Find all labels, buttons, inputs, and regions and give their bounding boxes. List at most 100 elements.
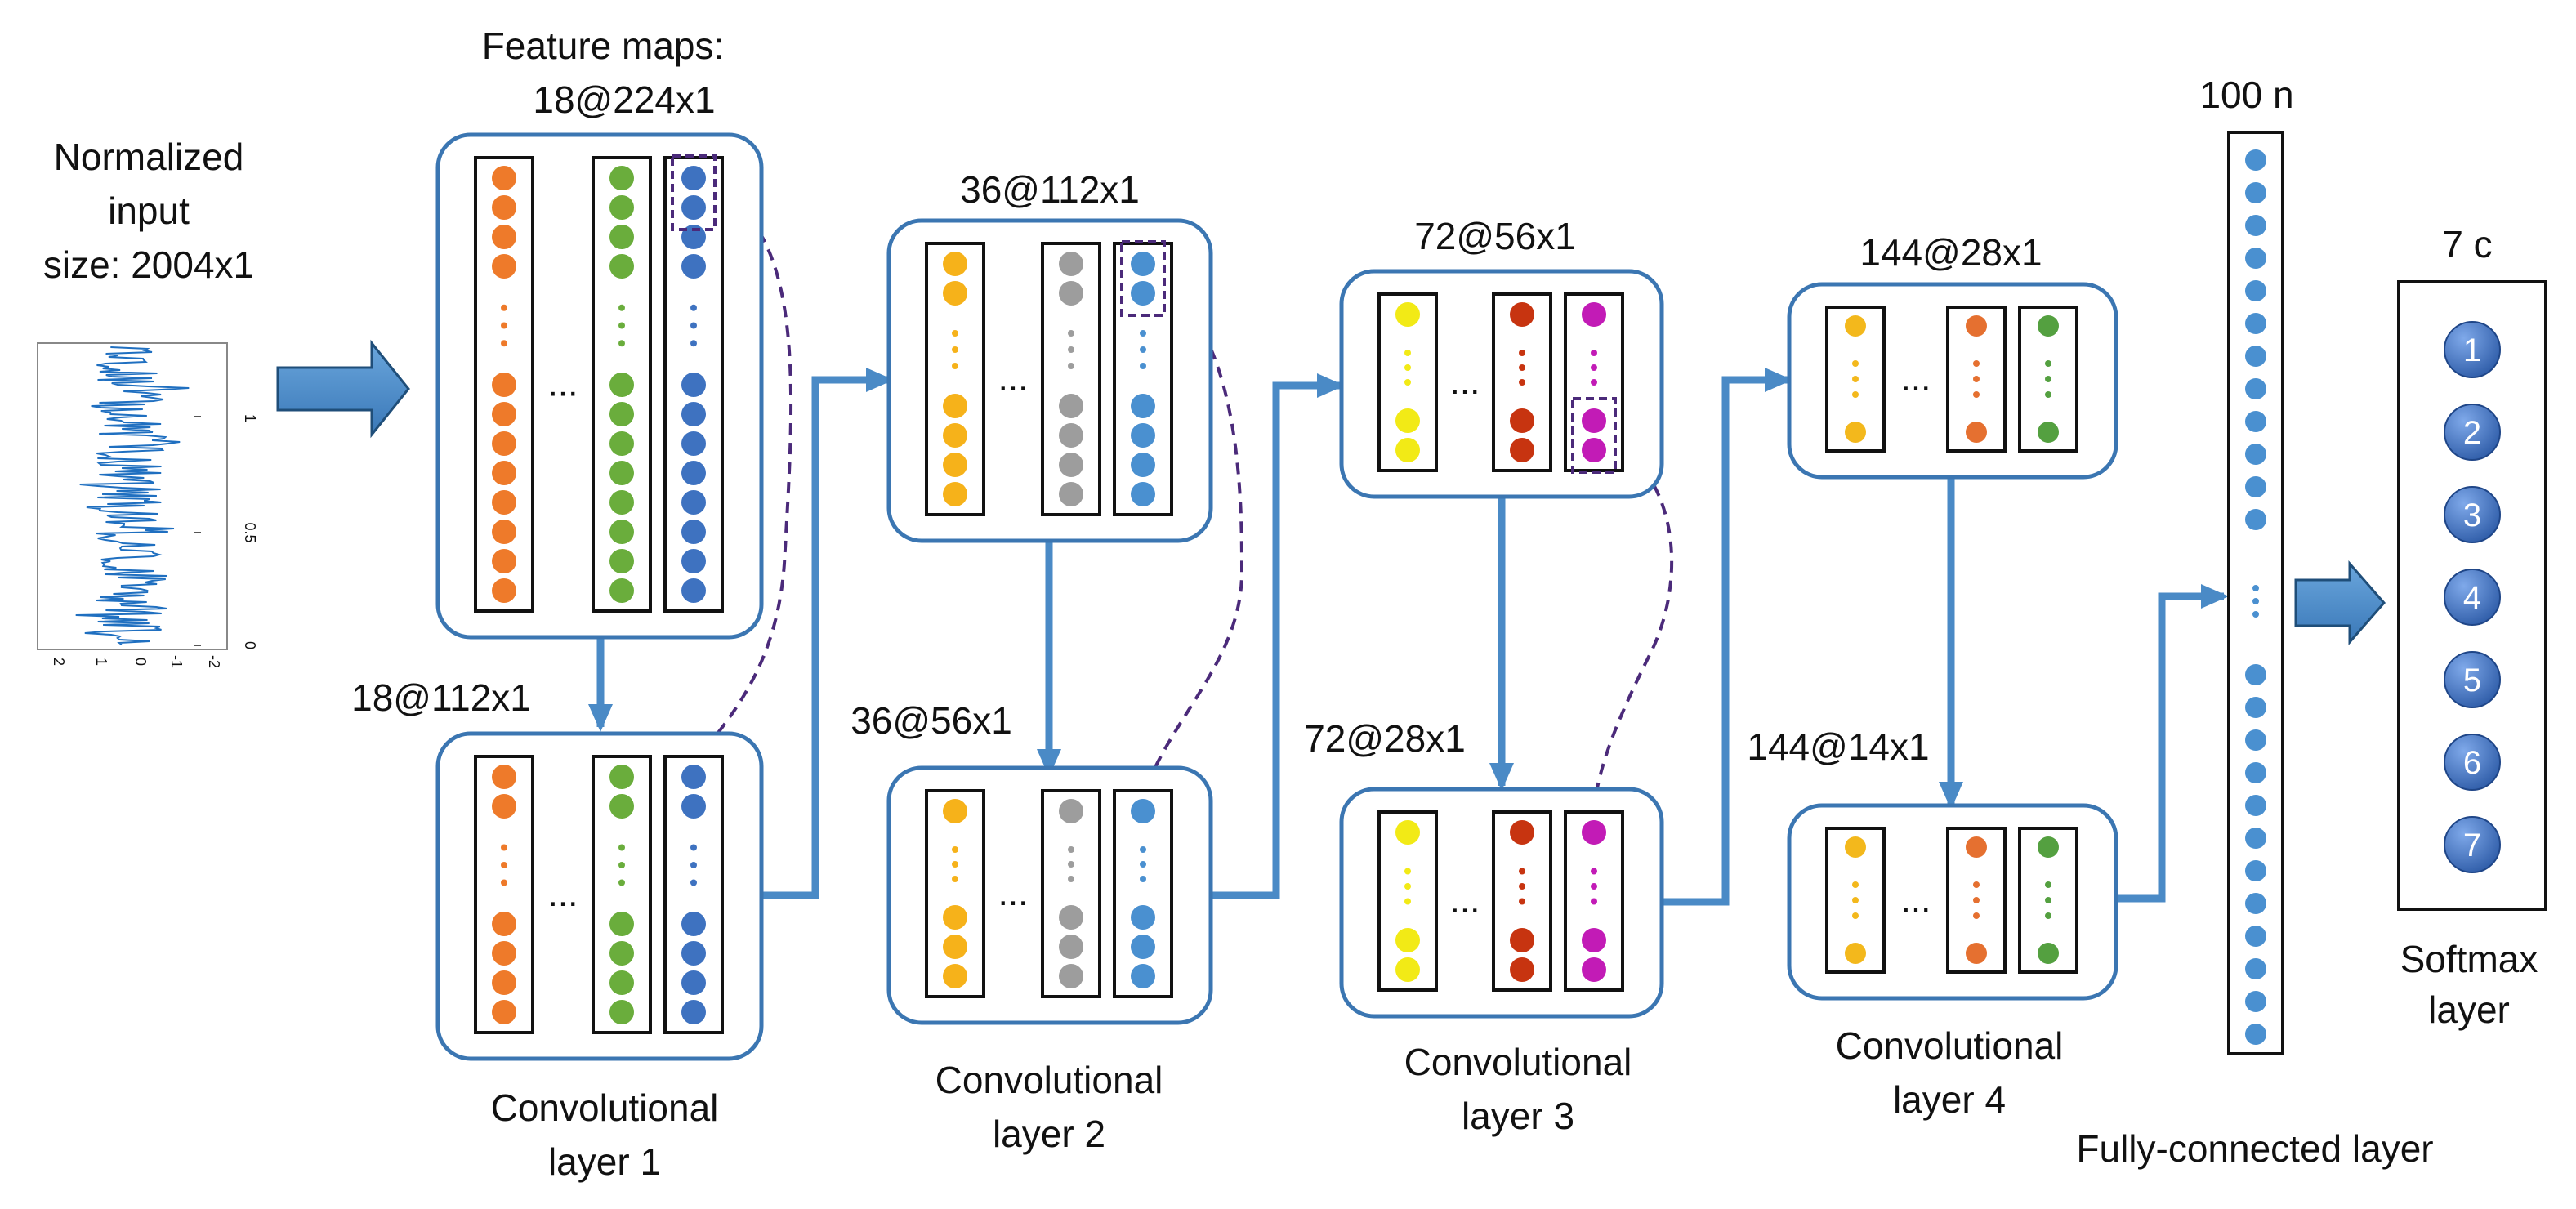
neuron-node bbox=[609, 970, 634, 995]
neuron-node bbox=[609, 941, 634, 966]
neuron-node bbox=[1059, 281, 1083, 306]
ellipsis-dot bbox=[952, 330, 958, 337]
neuron-node bbox=[943, 252, 967, 276]
neuron-node bbox=[492, 765, 516, 789]
ellipsis-dot bbox=[501, 844, 507, 851]
ellipsis-dot bbox=[501, 304, 507, 311]
fc-node bbox=[2245, 280, 2266, 301]
ellipsis-dot bbox=[1852, 360, 1859, 367]
layer4-bottom-size-label: 144@14x1 bbox=[1747, 725, 1929, 768]
signal-y-tick: 1 bbox=[93, 658, 109, 666]
ellipsis-dot bbox=[952, 876, 958, 882]
neuron-node bbox=[2038, 422, 2059, 443]
layer1-caption: layer 1 bbox=[548, 1140, 661, 1183]
fc-node bbox=[2245, 828, 2266, 849]
ellipsis-dot bbox=[1519, 898, 1525, 905]
neuron-node bbox=[1845, 943, 1866, 964]
neuron-node bbox=[609, 166, 634, 190]
neuron-node bbox=[943, 482, 967, 506]
fc-node bbox=[2245, 149, 2266, 171]
dashed-connection-arrow-icon bbox=[1593, 439, 1674, 815]
neuron-node bbox=[609, 765, 634, 789]
ellipsis-dot bbox=[1404, 364, 1411, 371]
layer4-caption: layer 4 bbox=[1893, 1078, 2006, 1121]
ellipsis-dot bbox=[2045, 360, 2051, 367]
fc-node bbox=[2245, 958, 2266, 979]
neuron-node bbox=[943, 964, 967, 988]
elbow-arrow-icon bbox=[1663, 368, 1792, 906]
fc-node bbox=[2245, 182, 2266, 203]
signal-y-tick: 2 bbox=[51, 658, 67, 666]
neuron-node bbox=[1131, 482, 1155, 506]
neuron-node bbox=[1966, 422, 1987, 443]
softmax-node bbox=[2444, 816, 2501, 873]
neuron-node bbox=[943, 905, 967, 930]
neuron-node bbox=[681, 520, 706, 544]
softmax-node-label: 6 bbox=[2463, 745, 2481, 781]
ellipsis-label: ... bbox=[998, 873, 1029, 913]
ellipsis-dot bbox=[690, 340, 697, 347]
neuron-node bbox=[1966, 943, 1987, 964]
softmax-node bbox=[2444, 569, 2501, 626]
ellipsis-dot bbox=[2252, 598, 2259, 604]
fc-node bbox=[2245, 248, 2266, 269]
layer1-top-size-label: 18@224x1 bbox=[533, 78, 715, 121]
neuron-node bbox=[943, 394, 967, 418]
layer4-top-size-label: 144@28x1 bbox=[1859, 231, 2042, 274]
neuron-node bbox=[1059, 935, 1083, 959]
ellipsis-dot bbox=[1973, 912, 1980, 919]
input-title: Normalized input size: 2004x1 bbox=[43, 136, 254, 286]
ellipsis-dot bbox=[1852, 376, 1859, 382]
softmax-count-label: 7 c bbox=[2442, 223, 2492, 265]
feature-maps-label: Feature maps: bbox=[482, 25, 725, 67]
neuron-node bbox=[681, 578, 706, 603]
neuron-node bbox=[681, 549, 706, 573]
neuron-node bbox=[492, 1000, 516, 1024]
neuron-node bbox=[609, 402, 634, 426]
neuron-node bbox=[1059, 799, 1083, 823]
signal-y-tick: 0 bbox=[132, 658, 149, 666]
layer4-caption: Convolutional bbox=[1836, 1024, 2064, 1067]
layer-boxes: ........................ bbox=[435, 132, 2118, 1061]
neuron-node bbox=[492, 912, 516, 936]
connector-arrows bbox=[588, 368, 2229, 906]
neuron-node bbox=[1131, 964, 1155, 988]
neuron-node bbox=[1059, 252, 1083, 276]
ellipsis-dot bbox=[1068, 861, 1074, 868]
ellipsis-label: ... bbox=[1901, 359, 1931, 399]
neuron-node bbox=[1395, 928, 1420, 952]
neuron-node bbox=[1510, 928, 1534, 952]
ellipsis-dot bbox=[1852, 881, 1859, 888]
ellipsis-dot bbox=[1591, 898, 1597, 905]
softmax-node-label: 4 bbox=[2463, 580, 2481, 616]
neuron-node bbox=[943, 423, 967, 448]
ellipsis-dot bbox=[618, 340, 625, 347]
layer2-bottom-size-label: 36@56x1 bbox=[850, 699, 1012, 742]
fc-node bbox=[2245, 729, 2266, 751]
neuron-node bbox=[1395, 408, 1420, 433]
neuron-node bbox=[943, 799, 967, 823]
ellipsis-dot bbox=[1140, 346, 1146, 353]
neuron-node bbox=[681, 431, 706, 456]
neuron-node bbox=[1845, 315, 1866, 337]
ellipsis-dot bbox=[2045, 881, 2051, 888]
ellipsis-label: ... bbox=[1901, 880, 1931, 920]
neuron-node bbox=[609, 225, 634, 249]
neuron-node bbox=[681, 1000, 706, 1024]
neuron-node bbox=[609, 912, 634, 936]
fc-node bbox=[2245, 509, 2266, 530]
fully-connected-layer bbox=[2227, 131, 2284, 1055]
ellipsis-dot bbox=[1519, 883, 1525, 890]
neuron-node bbox=[681, 373, 706, 397]
ellipsis-dot bbox=[501, 340, 507, 347]
layer3-bottom-size-label: 72@28x1 bbox=[1304, 717, 1466, 760]
neuron-node bbox=[1059, 394, 1083, 418]
fc-node bbox=[2245, 795, 2266, 816]
neuron-node bbox=[492, 941, 516, 966]
input-title-line: size: 2004x1 bbox=[43, 243, 254, 286]
fc-count-label: 100 n bbox=[2199, 74, 2293, 116]
neuron-node bbox=[492, 578, 516, 603]
input-title-line: input bbox=[108, 190, 190, 232]
neuron-node bbox=[492, 373, 516, 397]
layer1-caption: Convolutional bbox=[491, 1086, 719, 1129]
